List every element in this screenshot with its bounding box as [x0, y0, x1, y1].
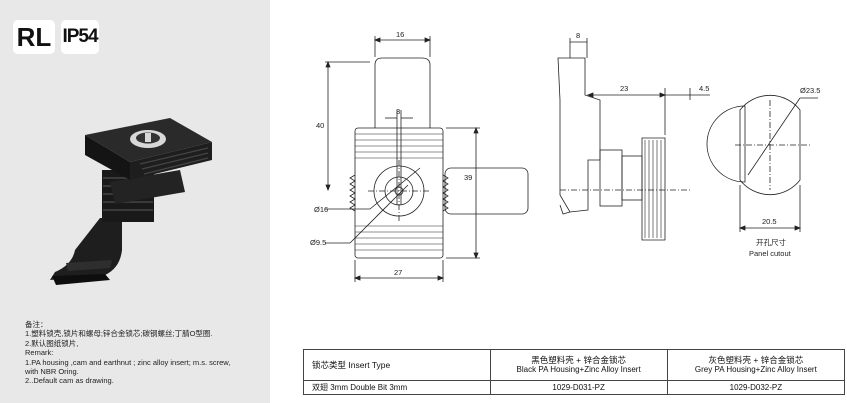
dim-23: 23: [620, 84, 628, 93]
remark-title: Remark:: [25, 348, 54, 358]
dim-cutout-dia: Ø23.5: [800, 86, 820, 95]
cutout-label-en: Panel cutout: [749, 249, 792, 258]
cutout-label-cn: 开孔尺寸: [756, 237, 786, 247]
dim-16: 16: [396, 30, 404, 39]
notes-line: 1.塑料锁壳,锁片和螺母;锌合金锁芯;碳钢螺丝;丁腈O型圈.: [25, 329, 213, 339]
product-photo: [50, 118, 212, 285]
header-black-housing: 黑色塑料壳 + 锌合金锁芯 Black PA Housing+Zinc Allo…: [489, 349, 668, 381]
cell-insert: 双翅 3mm Double Bit 3mm: [303, 380, 491, 395]
ip-rating-badge: IP54: [61, 20, 99, 54]
dim-slot-3: 3: [396, 107, 400, 116]
dim-dia-9-5: Ø9.5: [310, 238, 326, 247]
dim-20-5: 20.5: [762, 217, 777, 226]
spec-table: 锁芯类型 Insert Type 黑色塑料壳 + 锌合金锁芯 Black PA …: [303, 349, 846, 395]
left-panel: RL IP54 备注： 1.塑料锁壳,锁片和螺母;锌合金锁芯;碳钢螺丝;丁腈O型…: [0, 0, 270, 403]
remark-line: 2..Default cam as drawing.: [25, 376, 114, 386]
dim-27: 27: [394, 268, 402, 277]
table-row: 双翅 3mm Double Bit 3mm 1029-D031-PZ 1029-…: [303, 380, 846, 395]
remark-line: 1.PA housing ,cam and earthnut ; zinc al…: [25, 357, 231, 367]
dim-4-5: 4.5: [699, 84, 709, 93]
header-insert-type: 锁芯类型 Insert Type: [303, 349, 491, 381]
cell-grey-code: 1029-D032-PZ: [666, 380, 846, 395]
dim-40: 40: [316, 121, 324, 130]
notes-title: 备注：: [25, 320, 48, 329]
notes-line: 2.默认图纸锁片,: [25, 338, 79, 348]
technical-drawing: 16 40 3 39 Ø16 Ø9.5 27 8 23 4.5 Ø23.5 20…: [310, 30, 820, 282]
dim-8: 8: [576, 31, 580, 40]
dim-dia-16: Ø16: [314, 205, 328, 214]
table-header-row: 锁芯类型 Insert Type 黑色塑料壳 + 锌合金锁芯 Black PA …: [303, 349, 846, 381]
dim-39: 39: [464, 173, 472, 182]
model-badge: RL: [13, 20, 55, 54]
header-grey-housing: 灰色塑料壳 + 锌合金锁芯 Grey PA Housing+Zinc Alloy…: [666, 349, 846, 381]
cell-black-code: 1029-D031-PZ: [489, 380, 668, 395]
notes: 备注： 1.塑料锁壳,锁片和螺母;锌合金锁芯;碳钢螺丝;丁腈O型圈. 2.默认图…: [25, 320, 265, 386]
remark-line: with NBR Oring.: [25, 367, 79, 377]
